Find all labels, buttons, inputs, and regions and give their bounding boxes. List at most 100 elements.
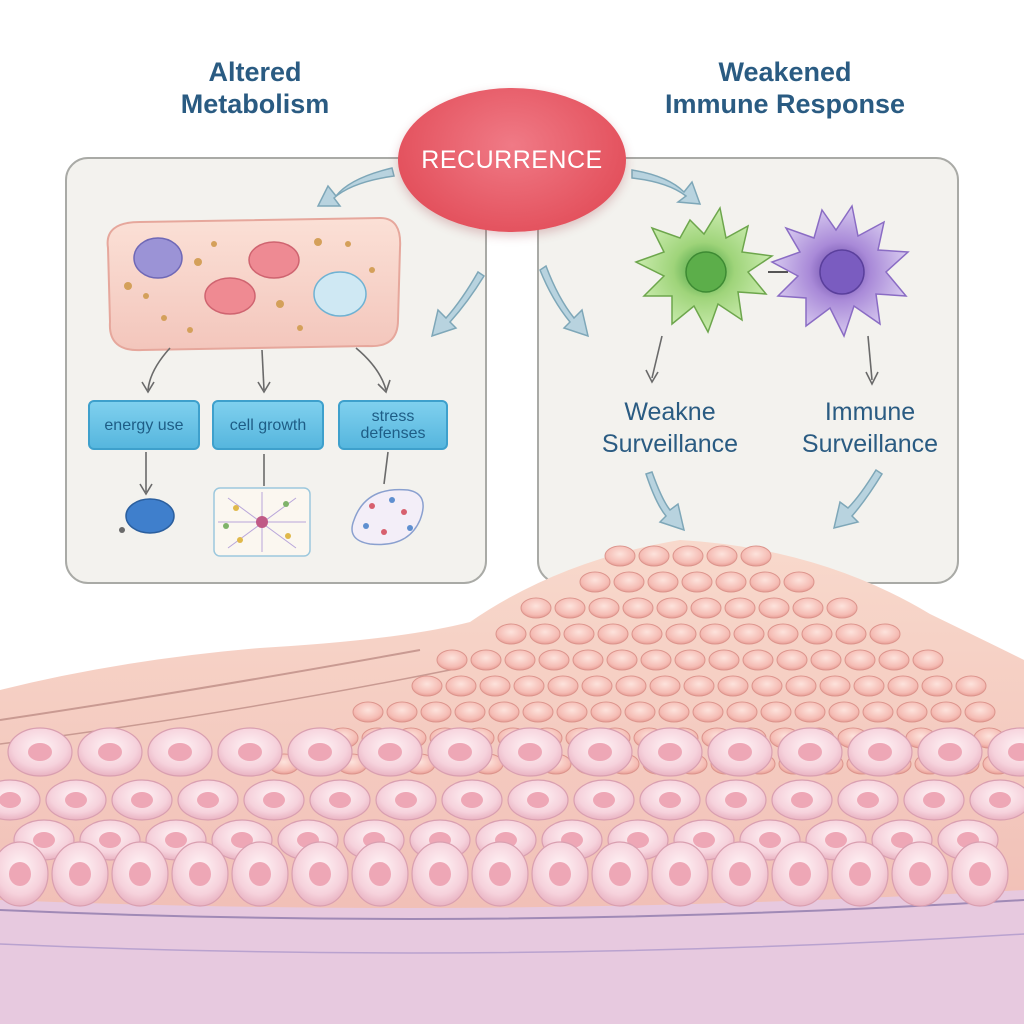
cell-nucleus xyxy=(448,743,472,761)
tissue-cell xyxy=(776,649,808,671)
cell-nucleus xyxy=(238,743,262,761)
tissue-cell xyxy=(522,701,554,723)
tissue-cell xyxy=(912,649,944,671)
cell-nucleus xyxy=(969,862,991,886)
tissue-cell xyxy=(606,649,638,671)
cell-nucleus xyxy=(725,792,747,808)
tissue-cell xyxy=(878,649,910,671)
energy-use-box: energy use xyxy=(88,400,200,450)
tissue-cell xyxy=(563,623,595,645)
stress-defenses-line2: defenses xyxy=(360,425,426,442)
tissue-cell xyxy=(495,623,527,645)
tissue-cell xyxy=(844,649,876,671)
epithelial-cells xyxy=(0,727,1024,907)
cell-nucleus xyxy=(309,862,331,886)
tissue-cell xyxy=(717,675,749,697)
tissue-cell xyxy=(681,571,713,593)
tissue-cell xyxy=(674,649,706,671)
tissue-cell xyxy=(622,597,654,619)
tissue-cell xyxy=(411,675,443,697)
tissue-cell xyxy=(955,675,987,697)
cell-nucleus xyxy=(69,862,91,886)
cell-nucleus xyxy=(197,792,219,808)
tissue-cell xyxy=(588,597,620,619)
weakne-line1: Weakne xyxy=(624,398,716,426)
cell-nucleus xyxy=(131,792,153,808)
cell-nucleus xyxy=(658,743,682,761)
flow-arrows xyxy=(316,167,884,532)
tissue-cell xyxy=(529,623,561,645)
tissue-cell xyxy=(656,597,688,619)
cell-nucleus xyxy=(849,862,871,886)
tissue-cell xyxy=(572,649,604,671)
immune-cell-purple xyxy=(770,204,910,338)
tissue-cell xyxy=(579,571,611,593)
tissue-cell xyxy=(733,623,765,645)
tissue-cell xyxy=(604,545,636,567)
tissue-cell xyxy=(665,623,697,645)
cell-nucleus xyxy=(33,832,55,848)
tissue-cell xyxy=(853,675,885,697)
right-heading-line1: Weakened xyxy=(718,57,852,87)
tissue-cell xyxy=(647,571,679,593)
cell-nucleus xyxy=(369,862,391,886)
tissue-cell xyxy=(445,675,477,697)
tissue-cell xyxy=(749,571,781,593)
cell-nucleus xyxy=(729,862,751,886)
tissue-cell xyxy=(538,649,570,671)
tissue-cell xyxy=(631,623,663,645)
tissue-cell xyxy=(758,597,790,619)
tissue-cell xyxy=(513,675,545,697)
tissue-cell xyxy=(638,545,670,567)
recurrence-label: RECURRENCE xyxy=(421,145,603,174)
cell-growth-line1: cell growth xyxy=(229,416,307,434)
tissue-cell xyxy=(454,701,486,723)
cell-nucleus xyxy=(168,743,192,761)
cell-growth-box: cell growth xyxy=(212,400,324,450)
tissue-cell xyxy=(751,675,783,697)
branch-arrows xyxy=(139,335,879,496)
cell-nucleus xyxy=(693,832,715,848)
cell-nucleus xyxy=(378,743,402,761)
tissue-cell xyxy=(690,597,722,619)
tissue-cell xyxy=(581,675,613,697)
left-heading-line2: Metabolism xyxy=(180,89,330,119)
tissue-cell xyxy=(615,675,647,697)
tissue-cell xyxy=(760,701,792,723)
left-heading-line1: Altered xyxy=(208,57,302,87)
cell-nucleus xyxy=(627,832,649,848)
tissue-cell xyxy=(672,545,704,567)
cell-nucleus xyxy=(868,743,892,761)
tissue-cell xyxy=(640,649,672,671)
cell-nucleus xyxy=(891,832,913,848)
cell-nucleus xyxy=(129,862,151,886)
cell-nucleus xyxy=(588,743,612,761)
cell-nucleus xyxy=(659,792,681,808)
tissue-cell xyxy=(767,623,799,645)
tissue-cell xyxy=(783,571,815,593)
cell-nucleus xyxy=(28,743,52,761)
cell-nucleus xyxy=(549,862,571,886)
right-heading-line2: Immune Response xyxy=(664,89,906,119)
cell-nucleus xyxy=(429,862,451,886)
tissue-cell xyxy=(556,701,588,723)
tissue-cell xyxy=(819,675,851,697)
cell-nucleus xyxy=(857,792,879,808)
cell-nucleus xyxy=(263,792,285,808)
tissue-cell xyxy=(801,623,833,645)
cell-nucleus xyxy=(989,792,1011,808)
left-heading: Altered Metabolism xyxy=(130,56,380,120)
mini-cells xyxy=(119,487,424,557)
tissue-cell xyxy=(785,675,817,697)
cell-nucleus xyxy=(791,792,813,808)
cell-nucleus xyxy=(938,743,962,761)
cell-nucleus xyxy=(527,792,549,808)
cell-nucleus xyxy=(461,792,483,808)
weakne-line2: Surveillance xyxy=(601,430,739,458)
tissue-cell xyxy=(921,675,953,697)
cell-nucleus xyxy=(1008,743,1024,761)
stress-defenses-box: stress defenses xyxy=(338,400,448,450)
tissue-cell xyxy=(436,649,468,671)
tissue-cell xyxy=(547,675,579,697)
tissue-cell xyxy=(624,701,656,723)
